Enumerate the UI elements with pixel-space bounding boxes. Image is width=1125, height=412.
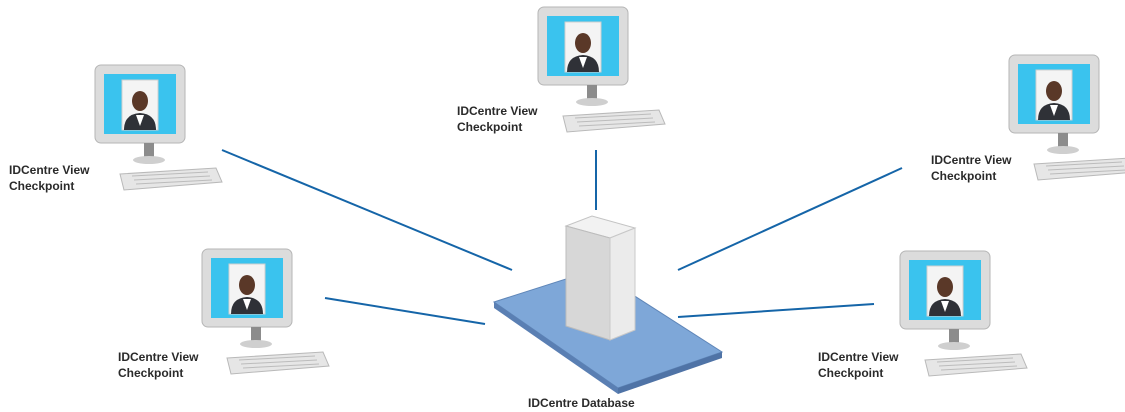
node-label-line1: IDCentre View (118, 350, 199, 364)
node-label-line2: Checkpoint (457, 120, 523, 134)
node-label-line2: Checkpoint (118, 366, 184, 380)
node-label-bottom-right: IDCentre View Checkpoint (818, 349, 898, 381)
node-label-line2: Checkpoint (931, 169, 997, 183)
workstation-top-right (1002, 54, 1125, 184)
node-label-top-right: IDCentre View Checkpoint (931, 152, 1011, 184)
connection-line-top-right (677, 167, 903, 271)
workstation-top-left (88, 64, 248, 194)
connection-line-top-left (221, 149, 513, 271)
node-label-line1: IDCentre View (457, 104, 538, 118)
node-label-top-center: IDCentre View Checkpoint (457, 103, 537, 135)
database-label: IDCentre Database (528, 396, 635, 410)
node-label-line2: Checkpoint (9, 179, 75, 193)
connection-line-bottom-left (324, 297, 486, 325)
connection-line-bottom-right (677, 303, 875, 318)
computer-monitor-icon (201, 248, 330, 375)
workstation-top-center (531, 6, 691, 136)
computer-monitor-icon (94, 64, 223, 191)
server-tower-icon (492, 215, 724, 394)
computer-monitor-icon (899, 250, 1028, 377)
computer-monitor-icon (537, 6, 666, 133)
computer-monitor-icon (1008, 54, 1125, 181)
node-label-line1: IDCentre View (931, 153, 1012, 167)
node-label-top-left: IDCentre View Checkpoint (9, 162, 89, 194)
node-label-line2: Checkpoint (818, 366, 884, 380)
node-label-line1: IDCentre View (9, 163, 90, 177)
node-label-bottom-left: IDCentre View Checkpoint (118, 349, 198, 381)
node-label-line1: IDCentre View (818, 350, 899, 364)
database-server (486, 210, 726, 395)
workstation-bottom-right (893, 250, 1053, 380)
workstation-bottom-left (195, 248, 355, 378)
